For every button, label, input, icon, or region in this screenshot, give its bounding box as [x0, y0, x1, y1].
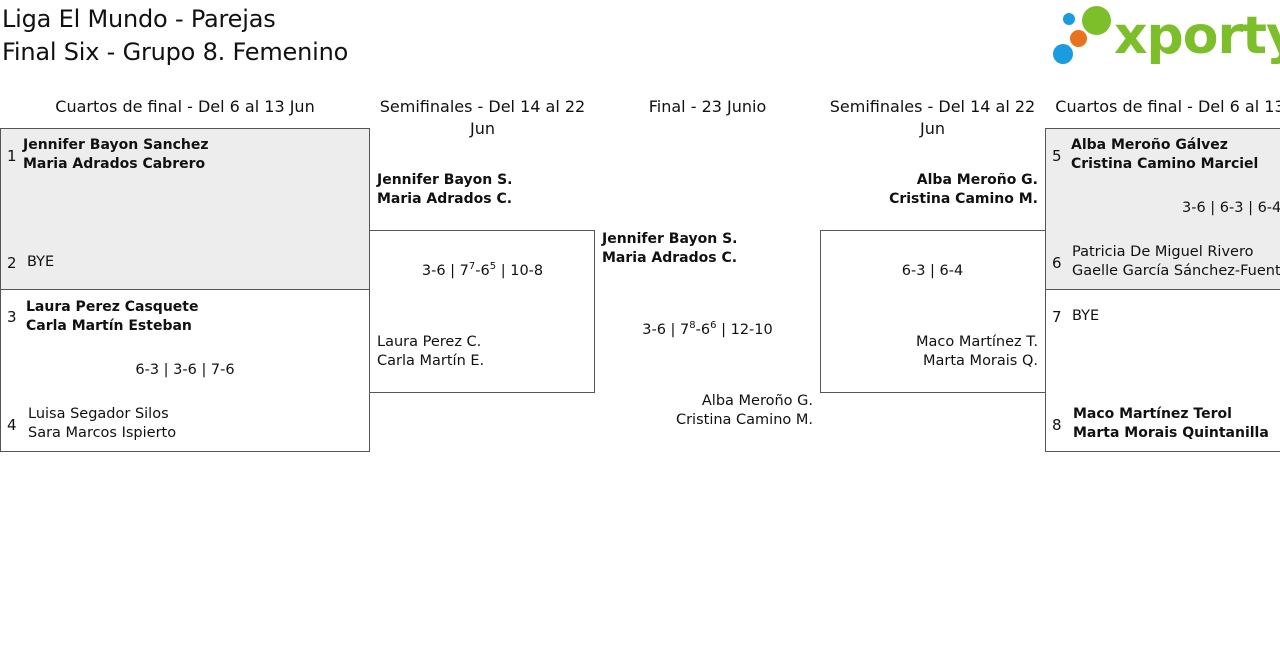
match-score: 6-3 | 3-6 | 7-6: [135, 362, 235, 378]
page-title: Liga El Mundo - Parejas Final Six - Grup…: [2, 3, 348, 69]
seed-number: 2: [7, 254, 17, 272]
seed-number: 4: [7, 416, 17, 434]
logo-dot-blue-large-icon: [1053, 44, 1073, 64]
logo-dot-orange-icon: [1070, 30, 1087, 47]
seed-number: 1: [7, 147, 17, 165]
team-name: BYE: [1072, 308, 1100, 324]
round-header-right-quarters: Cuartos de final - Del 6 al 13 Jun: [1055, 97, 1280, 116]
team-name: Laura Perez C.Carla Martín E.: [377, 334, 485, 369]
round-header-right-semis: Semifinales - Del 14 al 22 Jun: [829, 97, 1036, 138]
seed-number: 7: [1052, 308, 1062, 326]
match-box-left-semi[interactable]: [369, 230, 595, 393]
team-name: Alba Meroño G.Cristina Camino M.: [889, 172, 1038, 207]
round-header-left-quarters: Cuartos de final - Del 6 al 13 Jun: [55, 97, 315, 116]
match-score: 3-6 | 6-3 | 6-4: [1182, 200, 1280, 216]
xporty-logo[interactable]: xporty: [1050, 4, 1280, 68]
logo-dot-green-icon: [1082, 6, 1111, 35]
team-name: Maco Martínez T.Marta Morais Q.: [916, 334, 1038, 369]
team-name: BYE: [27, 254, 55, 270]
match-box-right-q1[interactable]: [1045, 128, 1280, 290]
match-score: 3-6 | 77-65 | 10-8: [421, 261, 544, 280]
team-name: Alba Meroño G.Cristina Camino M.: [675, 393, 813, 428]
match-score: 6-3 | 6-4: [901, 263, 964, 279]
match-score: 3-6 | 78-66 | 12-10: [642, 320, 773, 339]
team-name: Jennifer Bayon S.Maria Adrados C.: [377, 172, 513, 207]
round-header-final: Final - 23 Junio: [648, 97, 767, 116]
team-name: Jennifer Bayon S.Maria Adrados C.: [602, 231, 738, 266]
match-box-right-q2[interactable]: [1045, 289, 1280, 452]
title-line-2: Final Six - Grupo 8. Femenino: [2, 38, 349, 66]
logo-wordmark: xporty: [1114, 6, 1280, 66]
logo-dot-blue-icon: [1063, 13, 1075, 25]
match-box-left-q1[interactable]: [0, 128, 370, 290]
title-line-1: Liga El Mundo - Parejas: [2, 5, 276, 33]
seed-number: 8: [1052, 416, 1062, 434]
seed-number: 3: [7, 308, 17, 326]
round-header-left-semis: Semifinales - Del 14 al 22 Jun: [379, 97, 586, 138]
seed-number: 5: [1052, 147, 1062, 165]
seed-number: 6: [1052, 254, 1062, 272]
